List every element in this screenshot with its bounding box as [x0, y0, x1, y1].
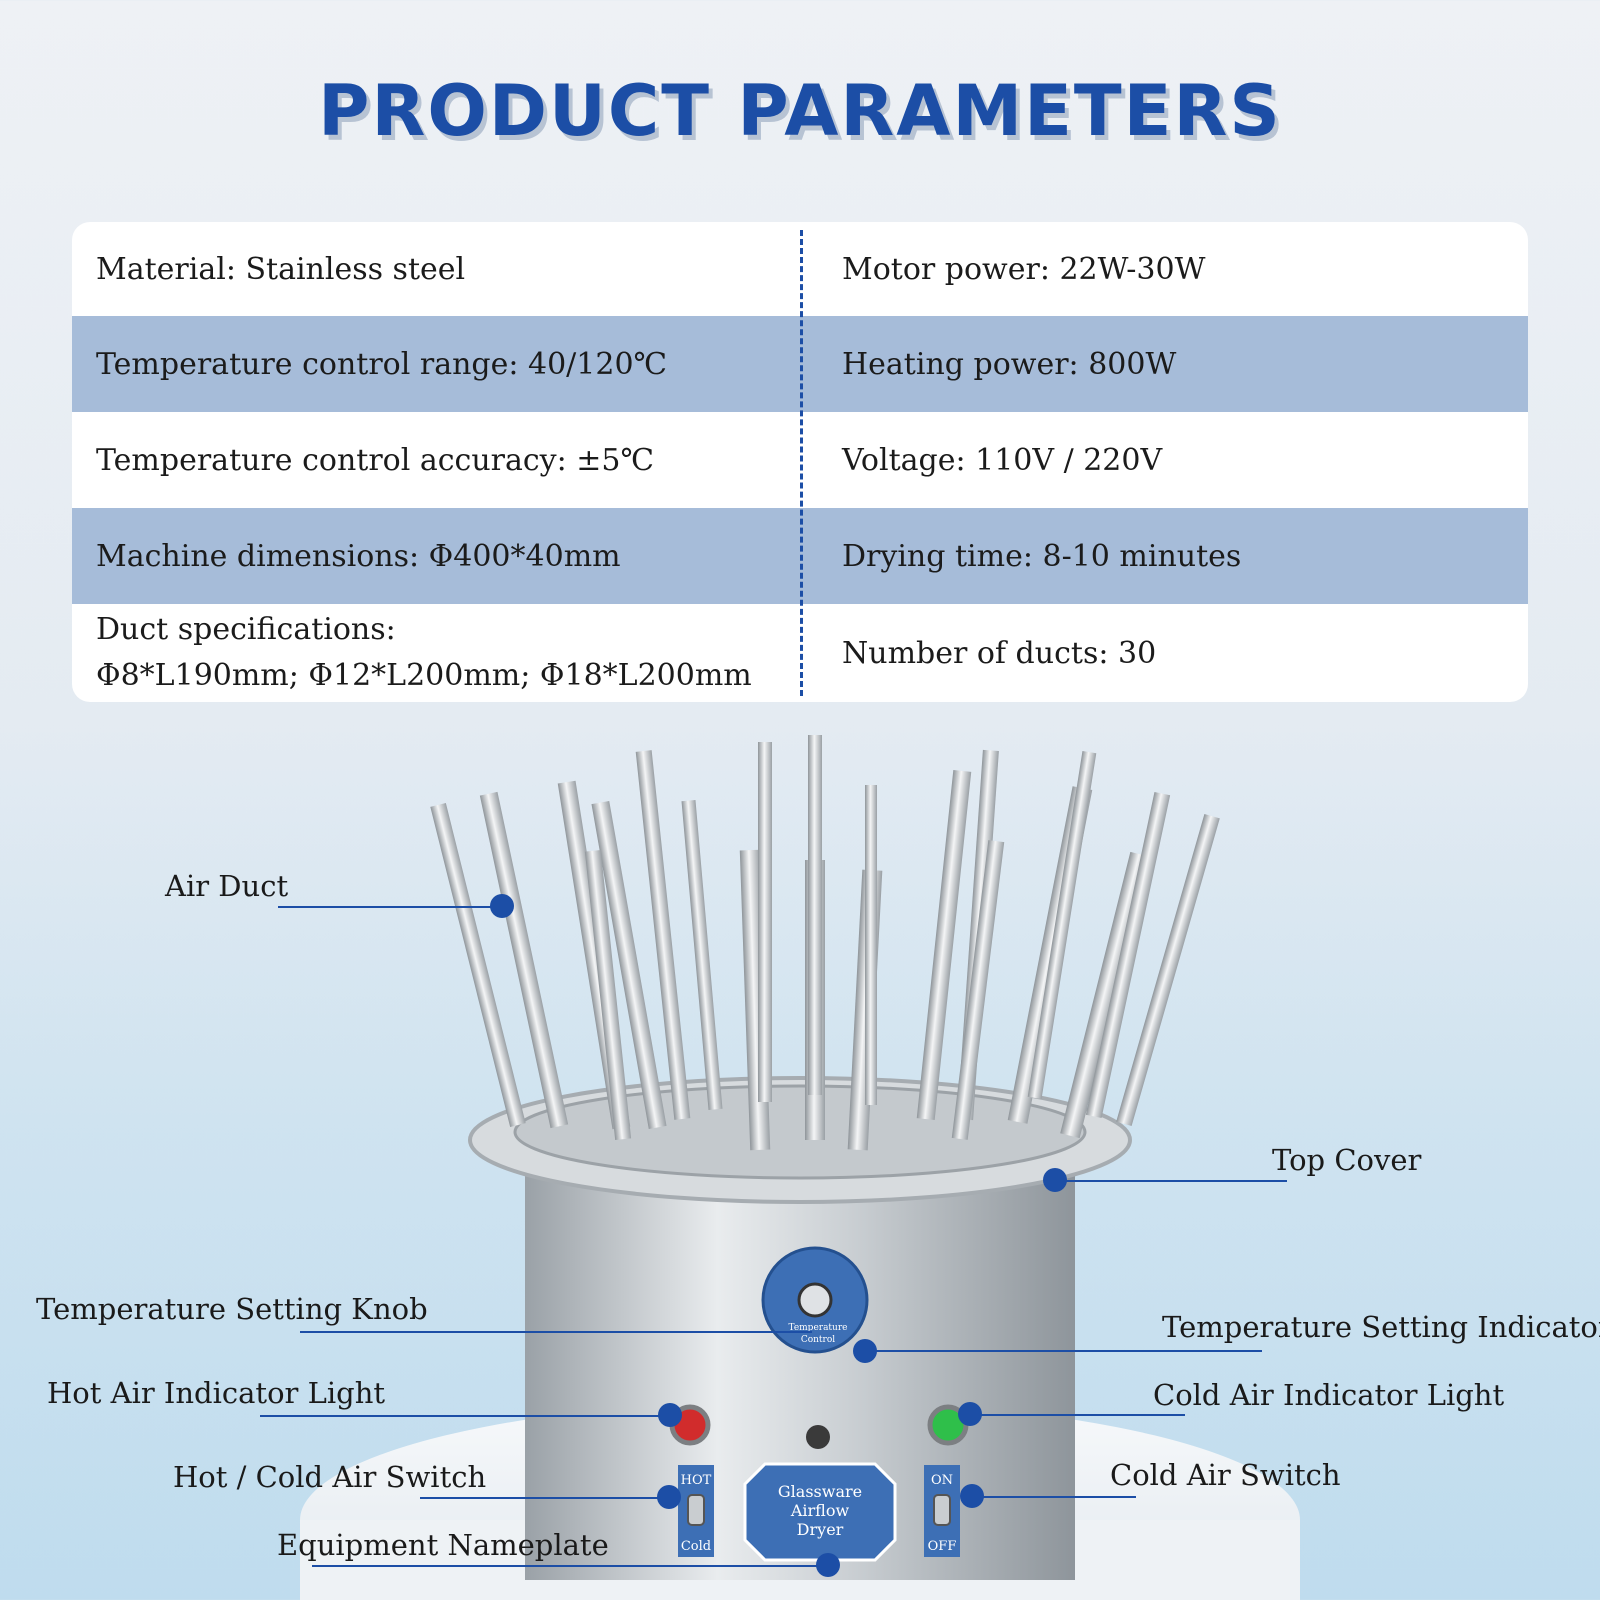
callout-dot — [657, 1485, 681, 1509]
callout-nameplate: Equipment Nameplate — [277, 1528, 609, 1562]
table-row: Material: Stainless steel Motor power: 2… — [72, 222, 1528, 316]
callout-air-duct: Air Duct — [165, 869, 289, 903]
nameplate-line-2: Airflow — [790, 1501, 850, 1520]
parameters-table: Material: Stainless steel Motor power: 2… — [72, 222, 1528, 702]
air-duct — [916, 770, 972, 1120]
top-cover — [513, 1084, 1087, 1180]
callout-line — [976, 1496, 1136, 1498]
hot-cold-switch[interactable] — [687, 1494, 705, 1526]
air-duct — [635, 750, 691, 1120]
callout-line — [1055, 1180, 1287, 1182]
param-motor-power: Motor power: 22W-30W — [842, 251, 1206, 287]
callout-dot — [958, 1402, 982, 1426]
equipment-nameplate — [743, 1462, 897, 1562]
air-duct — [584, 849, 632, 1141]
air-duct — [951, 840, 1005, 1140]
column-divider — [800, 230, 803, 696]
callout-dot — [658, 1403, 682, 1427]
knob-label-2: Control — [801, 1335, 835, 1345]
callout-dot — [816, 1553, 840, 1577]
knob-label-1: Temperature — [789, 1323, 848, 1333]
callout-hot-light: Hot Air Indicator Light — [47, 1376, 386, 1410]
param-voltage: Voltage: 110V / 220V — [842, 442, 1163, 478]
callout-hot-cold-switch: Hot / Cold Air Switch — [173, 1460, 487, 1494]
page-title: PRODUCT PARAMETERS — [318, 70, 1282, 152]
air-duct — [865, 785, 877, 1105]
air-duct — [1085, 791, 1171, 1119]
air-duct — [1116, 813, 1220, 1127]
callout-line — [975, 1414, 1185, 1416]
param-material: Material: Stainless steel — [96, 251, 466, 287]
table-row: Temperature control range: 40/120℃ Heati… — [72, 316, 1528, 412]
air-duct-group — [430, 735, 1220, 1151]
air-duct — [681, 799, 723, 1111]
param-temp-accuracy: Temperature control accuracy: ±5℃ — [96, 442, 655, 478]
table-row: Temperature control accuracy: ±5℃ Voltag… — [72, 412, 1528, 508]
air-duct — [1027, 751, 1097, 1099]
callout-dot — [960, 1484, 984, 1508]
duct-specs-label: Duct specifications: — [96, 612, 396, 647]
air-duct — [758, 742, 772, 1102]
callout-line — [872, 1350, 1262, 1352]
param-duct-count: Number of ducts: 30 — [842, 635, 1157, 671]
callout-cold-light: Cold Air Indicator Light — [1153, 1378, 1505, 1412]
cold-air-switch[interactable] — [933, 1494, 951, 1526]
cold-label: Cold — [681, 1539, 711, 1554]
callout-dot — [1043, 1168, 1067, 1192]
air-duct — [808, 735, 822, 1095]
off-label: OFF — [928, 1539, 957, 1554]
callout-dot — [490, 894, 514, 918]
nameplate-line-1: Glassware — [778, 1482, 862, 1501]
temperature-knob[interactable] — [797, 1282, 833, 1318]
nameplate-line-3: Dryer — [797, 1520, 844, 1539]
callout-dot — [853, 1339, 877, 1363]
duct-specs-values: Φ8*L190mm; Φ12*L200mm; Φ18*L200mm — [96, 658, 752, 693]
param-duct-specs: Duct specifications: Φ8*L190mm; Φ12*L200… — [96, 604, 796, 702]
param-heating-power: Heating power: 800W — [842, 346, 1177, 382]
product-illustration: Temperature Control HOT Cold ON OFF Glas… — [300, 735, 1300, 1600]
param-temp-range: Temperature control range: 40/120℃ — [96, 346, 668, 382]
on-label: ON — [931, 1473, 953, 1488]
hot-label: HOT — [681, 1473, 712, 1488]
param-dimensions: Machine dimensions: Φ400*40mm — [96, 538, 621, 574]
callout-line — [420, 1497, 670, 1499]
callout-line — [300, 1331, 812, 1333]
callout-line — [312, 1565, 822, 1567]
callout-cold-switch: Cold Air Switch — [1110, 1458, 1341, 1492]
callout-line — [278, 906, 502, 908]
air-duct — [591, 800, 667, 1130]
table-row: Duct specifications: Φ8*L190mm; Φ12*L200… — [72, 604, 1528, 702]
callout-line — [260, 1415, 672, 1417]
center-port — [806, 1425, 830, 1449]
param-drying-time: Drying time: 8-10 minutes — [842, 538, 1242, 574]
air-duct — [430, 802, 526, 1128]
callout-temp-knob: Temperature Setting Knob — [36, 1292, 428, 1326]
callout-temp-indicator: Temperature Setting Indicator — [1162, 1310, 1600, 1344]
air-duct — [479, 791, 569, 1129]
callout-top-cover: Top Cover — [1272, 1143, 1422, 1177]
